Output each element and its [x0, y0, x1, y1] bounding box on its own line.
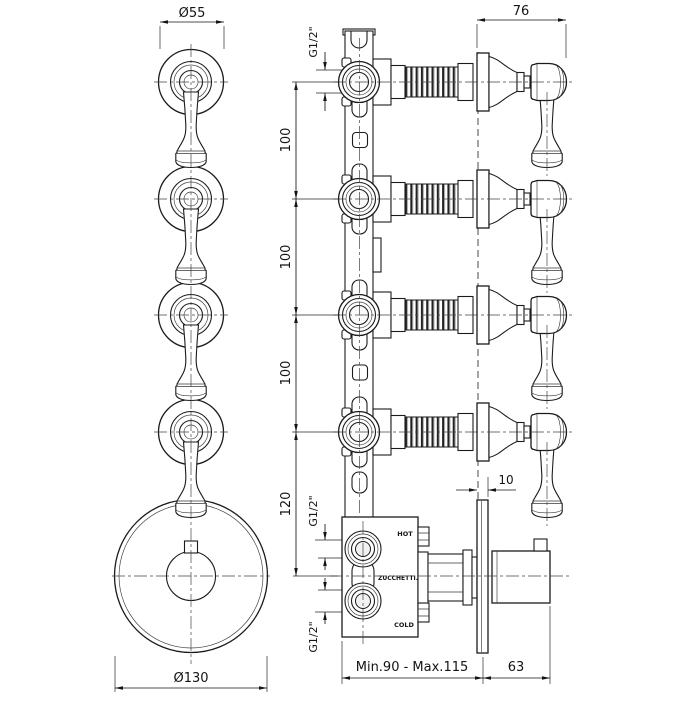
thermostat-handle-side [491, 550, 551, 604]
side-view: HOT ZUCCHETTI. COLD [330, 28, 574, 654]
dim-valve-spacing-1: 100 [279, 128, 294, 153]
dim-mixer-offset: 120 [279, 492, 294, 517]
dim-escutcheon-diameter: Ø55 [179, 6, 206, 21]
side-center-lines [330, 38, 574, 644]
dimensions: Ø55 76 100 100 100 120 G1/2" G1/2" G1/2" [114, 4, 567, 692]
front-view [112, 44, 270, 664]
dim-valve-spacing-2: 100 [279, 245, 294, 270]
thermostatic-mixer: HOT ZUCCHETTI. COLD [341, 499, 551, 654]
thread-inlet-top: G1/2" [307, 26, 320, 57]
cold-label: COLD [394, 621, 414, 629]
dim-plate-thickness: 10 [498, 473, 513, 487]
dim-handle-projection: 76 [513, 4, 530, 19]
dim-plate-diameter: Ø130 [173, 671, 208, 686]
wall-plate-side [476, 499, 489, 654]
hot-label: HOT [397, 530, 413, 538]
front-center-lines [112, 44, 270, 664]
thread-cold: G1/2" [307, 621, 320, 652]
dim-valve-spacing-3: 100 [279, 361, 294, 386]
dim-rough-in-depth: Min.90 - Max.115 [356, 660, 469, 675]
brand-label: ZUCCHETTI. [378, 575, 418, 582]
thread-hot: G1/2" [307, 495, 320, 526]
dim-handle-depth: 63 [508, 660, 525, 675]
